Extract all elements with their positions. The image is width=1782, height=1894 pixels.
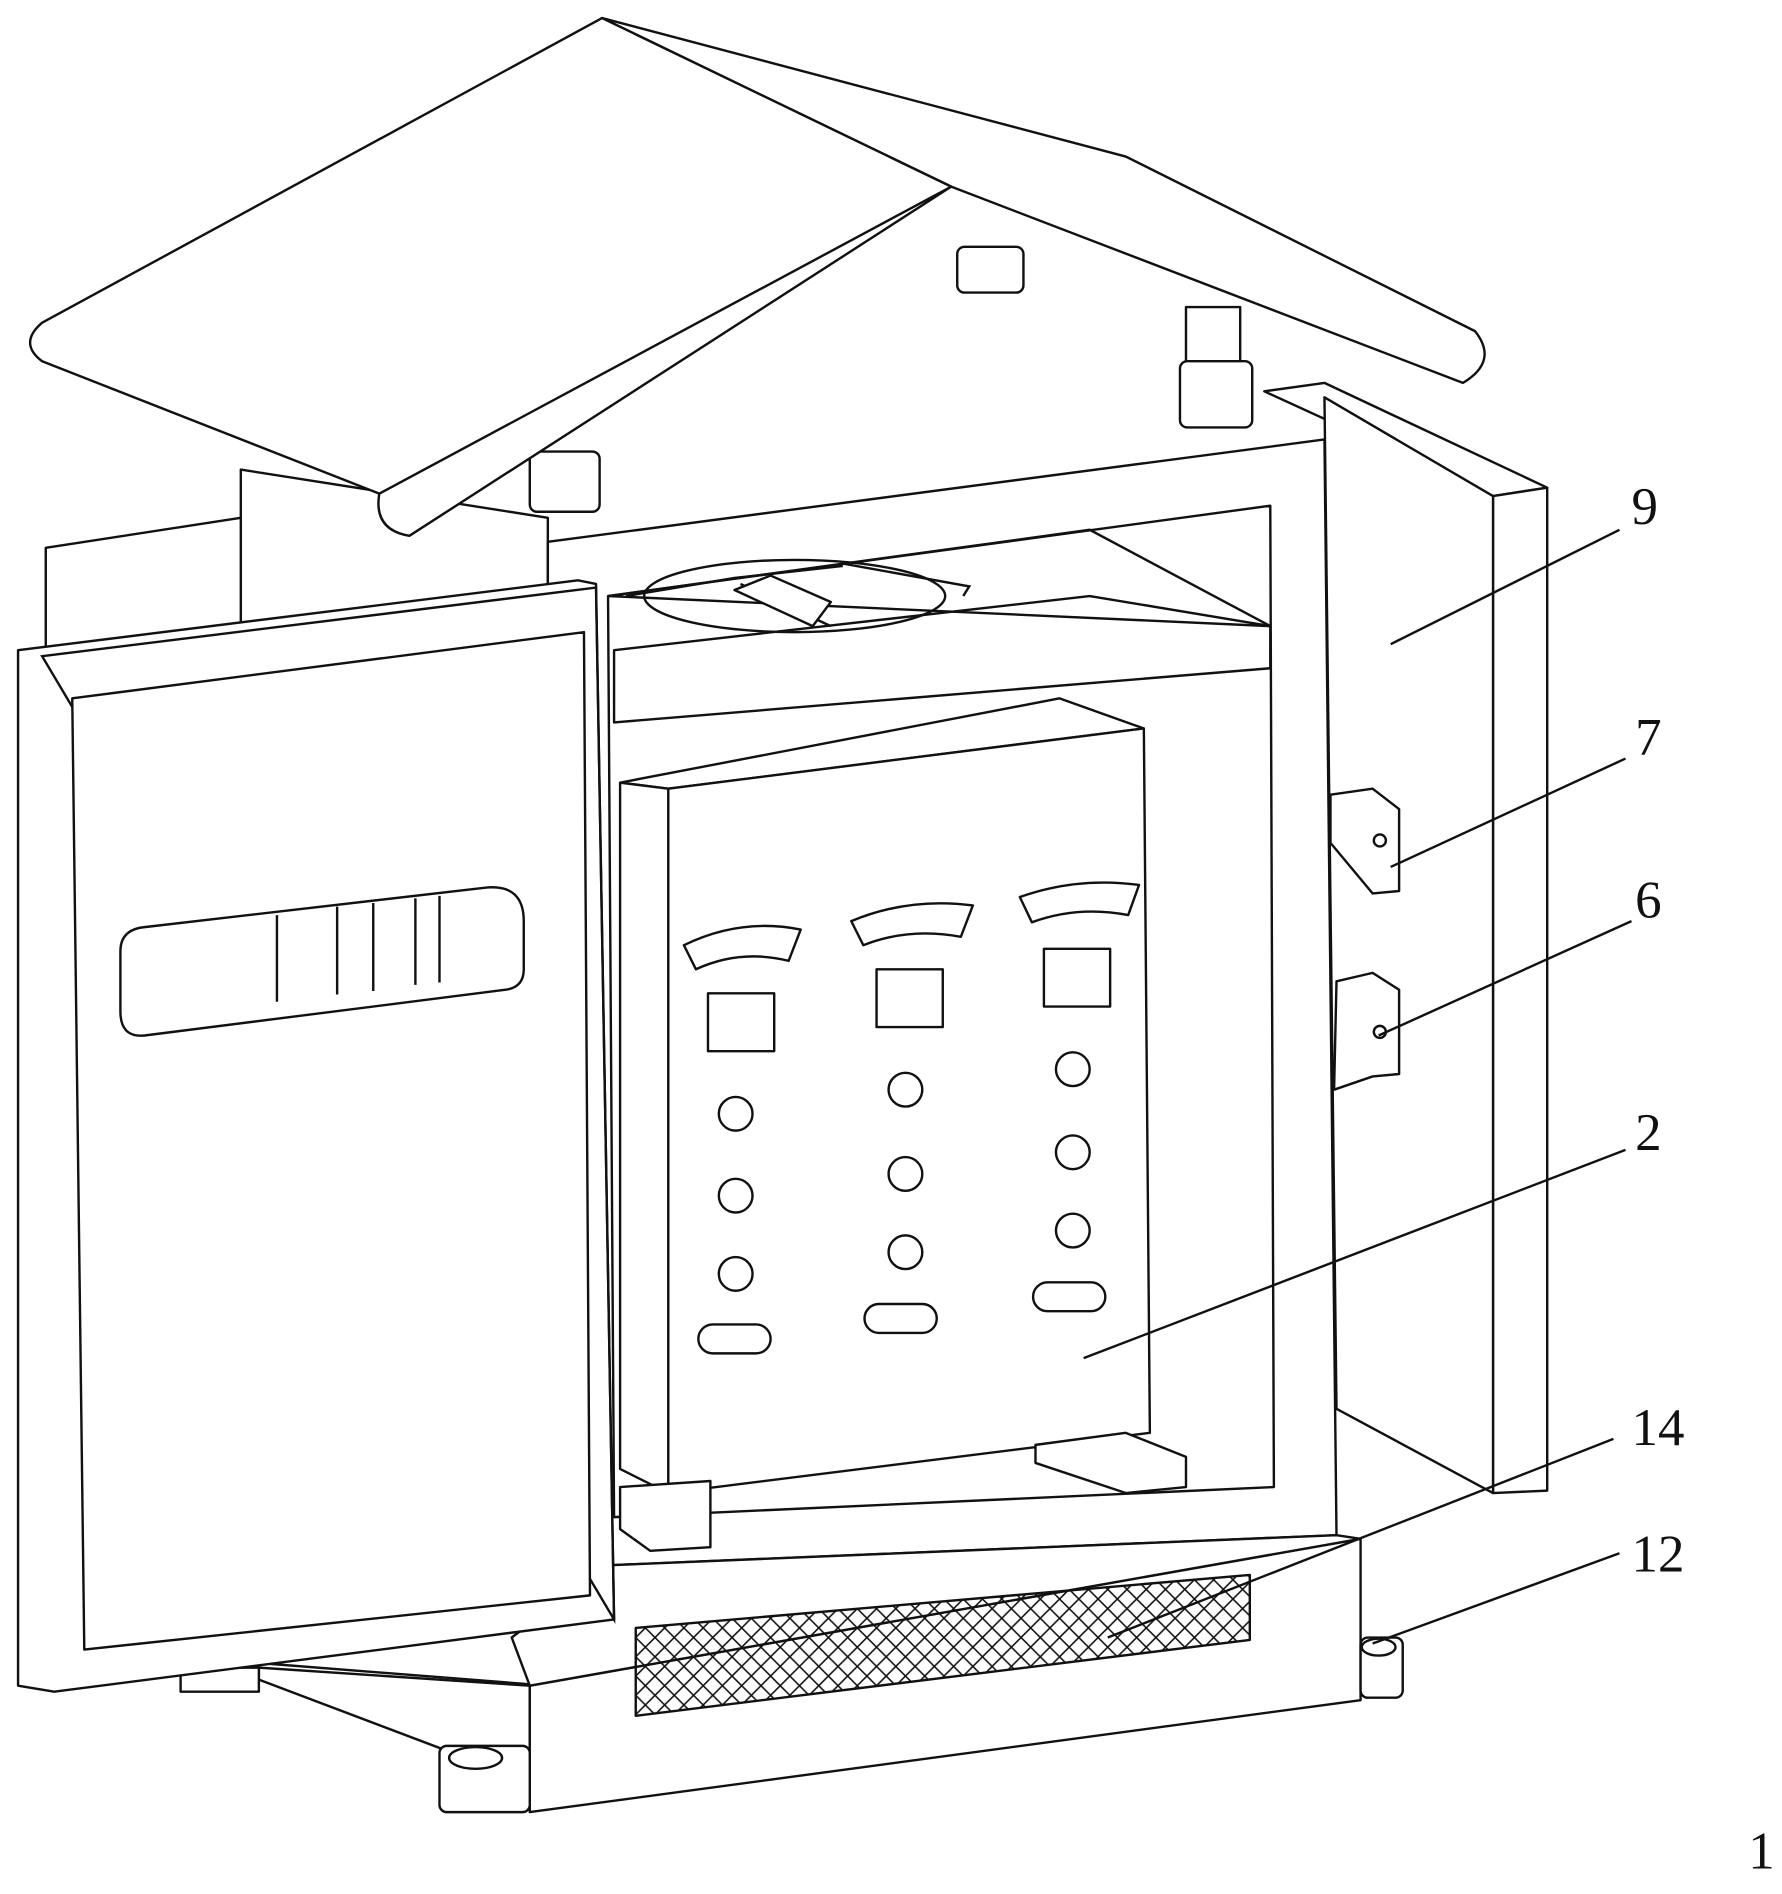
label-14: 14 xyxy=(1631,1399,1684,1457)
front-door xyxy=(18,580,614,1691)
label-7: 7 xyxy=(1635,709,1661,767)
label-12: 12 xyxy=(1631,1525,1684,1583)
label-6: 6 xyxy=(1635,872,1661,930)
electrical-box xyxy=(620,698,1186,1550)
figure-ref-label: 1 xyxy=(1748,1823,1774,1881)
label-2: 2 xyxy=(1635,1104,1661,1162)
label-9: 9 xyxy=(1631,478,1657,536)
base xyxy=(512,1535,1361,1812)
